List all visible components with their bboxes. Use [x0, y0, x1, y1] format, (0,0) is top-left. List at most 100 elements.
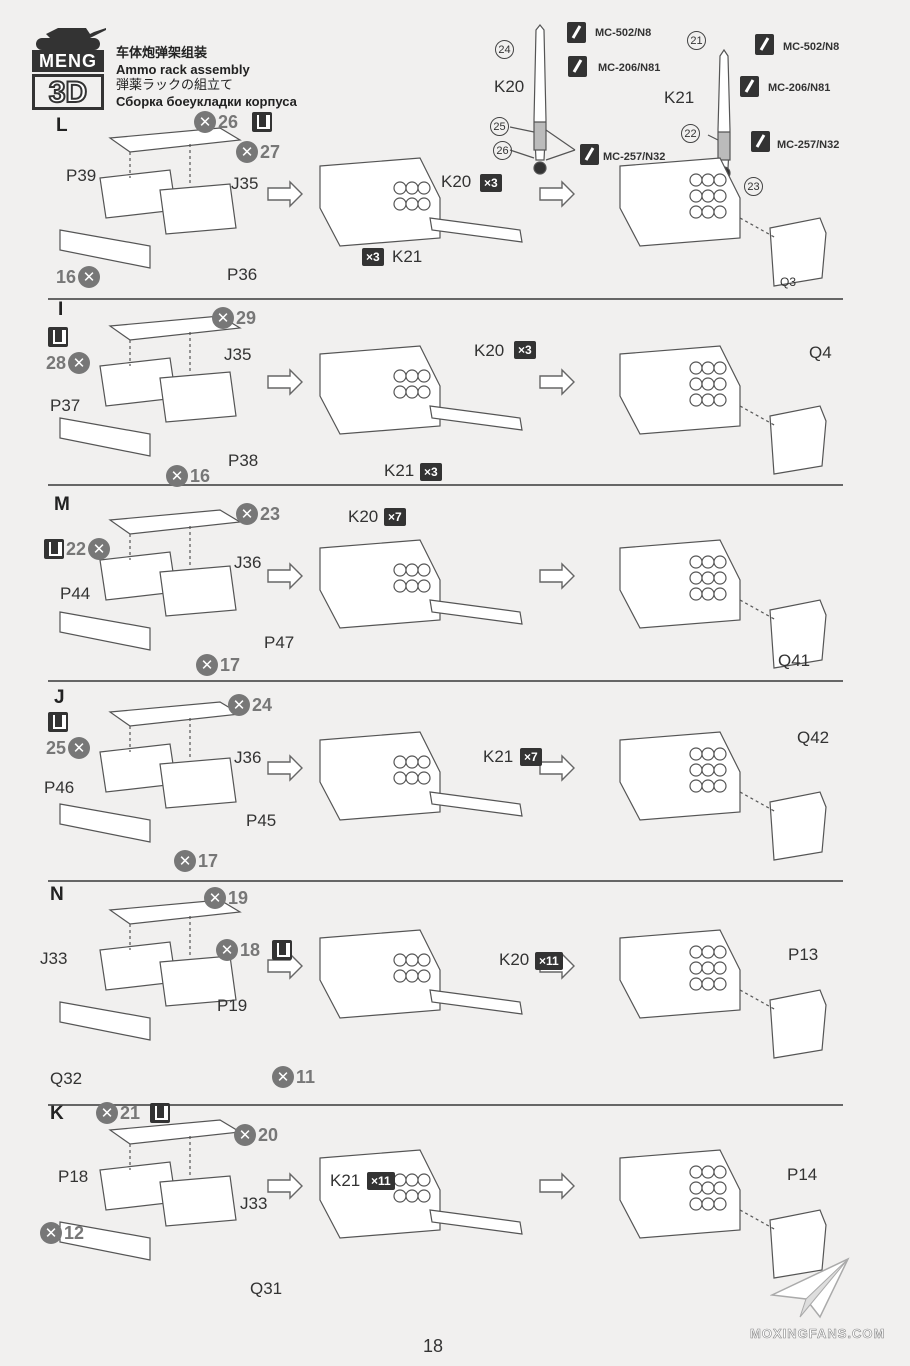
part-label: P37: [50, 396, 81, 415]
part-label: P14: [787, 1165, 818, 1184]
part-label: J35: [224, 345, 252, 364]
arrow-icon: [267, 754, 303, 782]
ammo-k20-label: K20: [494, 77, 525, 96]
glue-icon: [272, 940, 292, 960]
shell-end: [417, 969, 431, 983]
shell-end: [405, 579, 419, 593]
shell-end: [713, 977, 727, 991]
shell-end: [689, 587, 703, 601]
shell-end: [713, 377, 727, 391]
section-divider: [48, 680, 843, 682]
part-label: K21: [392, 247, 423, 266]
shell-end: [689, 945, 703, 959]
rack-assembly: [319, 157, 441, 247]
cut-mark: 16✕: [56, 266, 101, 288]
shell-end: [689, 555, 703, 569]
part-label: J33: [40, 949, 68, 968]
shell-end: [689, 377, 703, 391]
arrow-icon: [539, 754, 575, 782]
rack-frame: [159, 371, 237, 423]
shell-end: [417, 563, 431, 577]
part-label: J36: [234, 553, 262, 572]
title-ja: 弾薬ラックの組立て: [116, 78, 234, 93]
shell: [429, 217, 523, 243]
cut-mark: ✕26: [194, 111, 238, 133]
shell-end: [689, 189, 703, 203]
shell-end: [701, 173, 715, 187]
cover-plate: [769, 989, 827, 1059]
shell-end: [417, 369, 431, 383]
cut-mark: 25✕: [46, 737, 91, 759]
part-label: P13: [788, 945, 819, 964]
shell-end: [713, 189, 727, 203]
shell-end: [713, 555, 727, 569]
rack-assembly: [319, 539, 441, 629]
shell: [429, 791, 523, 817]
shell-end: [689, 779, 703, 793]
shell-end: [701, 747, 715, 761]
shell-end: [393, 1189, 407, 1203]
shell-end: [405, 755, 419, 769]
base-plate: [59, 803, 151, 843]
tank-icon: [36, 28, 106, 50]
paint-code: MC-206/N81: [598, 62, 661, 74]
shell-end: [393, 563, 407, 577]
guide-line: [739, 791, 777, 813]
frame-sheet: [108, 127, 242, 153]
shell-end: [405, 563, 419, 577]
shell-end: [689, 1197, 703, 1211]
arrow-icon: [539, 368, 575, 396]
base-plate: [59, 417, 151, 457]
shell-end: [417, 385, 431, 399]
rack-frame: [159, 183, 237, 235]
part-label: K20: [348, 507, 379, 526]
paint-brush-icon: [751, 131, 770, 152]
shell-end: [405, 385, 419, 399]
cover-plate: [769, 405, 827, 475]
shell-end: [393, 755, 407, 769]
paint-code: MC-502/N8: [783, 41, 840, 53]
shell-end: [701, 763, 715, 777]
part-number: 25: [490, 117, 509, 136]
shell-end: [713, 571, 727, 585]
shell-end: [405, 1189, 419, 1203]
page-number: 18: [423, 1336, 444, 1356]
cut-mark: 22✕: [66, 538, 111, 560]
cut-mark: ✕24: [228, 694, 272, 716]
shell-end: [689, 747, 703, 761]
shell-end: [393, 953, 407, 967]
shell-end: [713, 393, 727, 407]
shell-end: [713, 779, 727, 793]
shell-end: [713, 1181, 727, 1195]
step-label-i: I: [58, 299, 64, 320]
glue-icon: [252, 112, 272, 132]
title-block: 车体炮弹架组装 Ammo rack assembly 弾薬ラックの組立て Сбо…: [116, 46, 297, 110]
paint-code: MC-502/N8: [595, 27, 652, 39]
part-label: P39: [66, 166, 97, 185]
quantity-badge: ×3: [480, 174, 502, 192]
quantity-badge: ×3: [362, 248, 384, 266]
shell: [429, 599, 523, 625]
rack-frame: [159, 955, 237, 1007]
base-plate: [59, 611, 151, 651]
section-divider: [48, 880, 843, 882]
part-label: P47: [264, 633, 295, 652]
shell-end: [713, 205, 727, 219]
shell-end: [393, 197, 407, 211]
shell: [429, 405, 523, 431]
cut-mark: ✕20: [234, 1124, 278, 1146]
part-number: 24: [495, 40, 514, 59]
shell-end: [689, 763, 703, 777]
frame-sheet: [108, 509, 242, 535]
shell-end: [393, 969, 407, 983]
step-label-j: J: [54, 687, 65, 708]
shell-end: [713, 1197, 727, 1211]
arrow-icon: [539, 1172, 575, 1200]
shell-end: [393, 385, 407, 399]
paint-brush-icon: [740, 76, 759, 97]
guide-line: [739, 405, 777, 427]
base-plate: [59, 229, 151, 269]
section-divider: [48, 484, 843, 486]
cut-mark: ✕21: [96, 1102, 140, 1124]
part-label: P44: [60, 584, 91, 603]
